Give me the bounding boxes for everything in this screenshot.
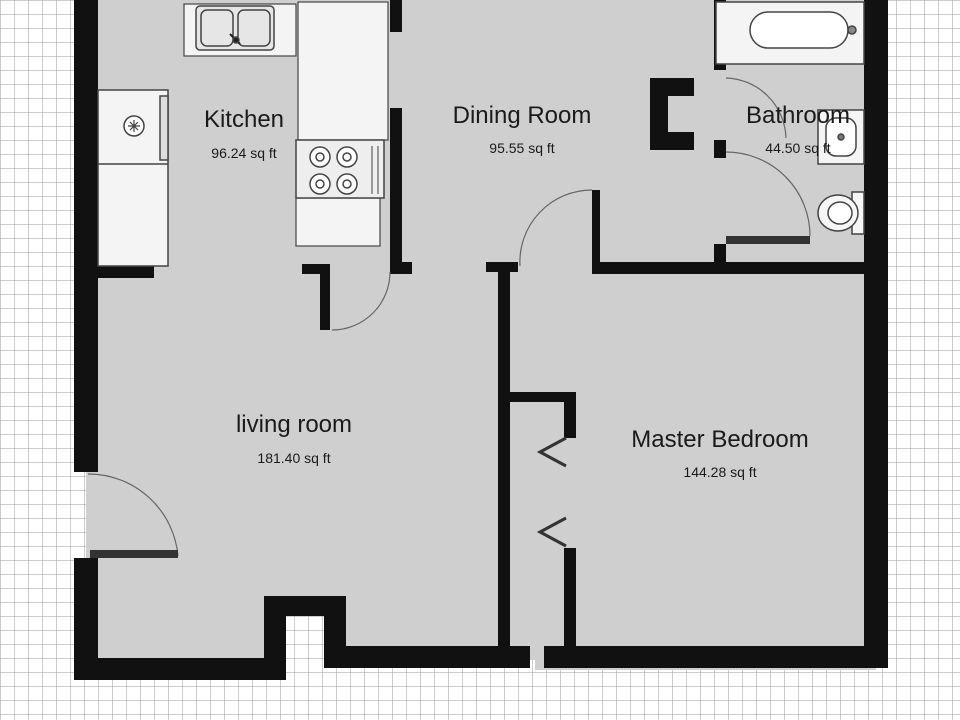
refrigerator-icon [97, 89, 169, 267]
room-name-dining: Dining Room [452, 102, 592, 129]
room-area-bedroom: 144.28 sq ft [683, 464, 757, 480]
room-name-living: living room [235, 411, 353, 438]
bathtub-icon [715, 1, 865, 65]
kitchen-sink-icon [195, 5, 275, 51]
room-name-kitchen: Kitchen [203, 106, 285, 133]
toilet-icon [817, 191, 865, 235]
room-name-bathroom: Bathroom [745, 102, 851, 129]
exterior-walls [74, 0, 888, 680]
stove-icon [295, 139, 385, 199]
room-area-living: 181.40 sq ft [257, 450, 331, 466]
room-area-kitchen: 96.24 sq ft [211, 145, 277, 161]
floor-area [86, 0, 876, 670]
room-name-bedroom: Master Bedroom [631, 426, 809, 453]
room-area-bathroom: 44.50 sq ft [765, 140, 831, 156]
bathroom-sink-icon [817, 109, 865, 165]
room-area-dining: 95.55 sq ft [489, 140, 555, 156]
door-leafs [90, 236, 810, 558]
closet-door-icon [536, 436, 567, 548]
door-swing-icon [87, 77, 811, 557]
